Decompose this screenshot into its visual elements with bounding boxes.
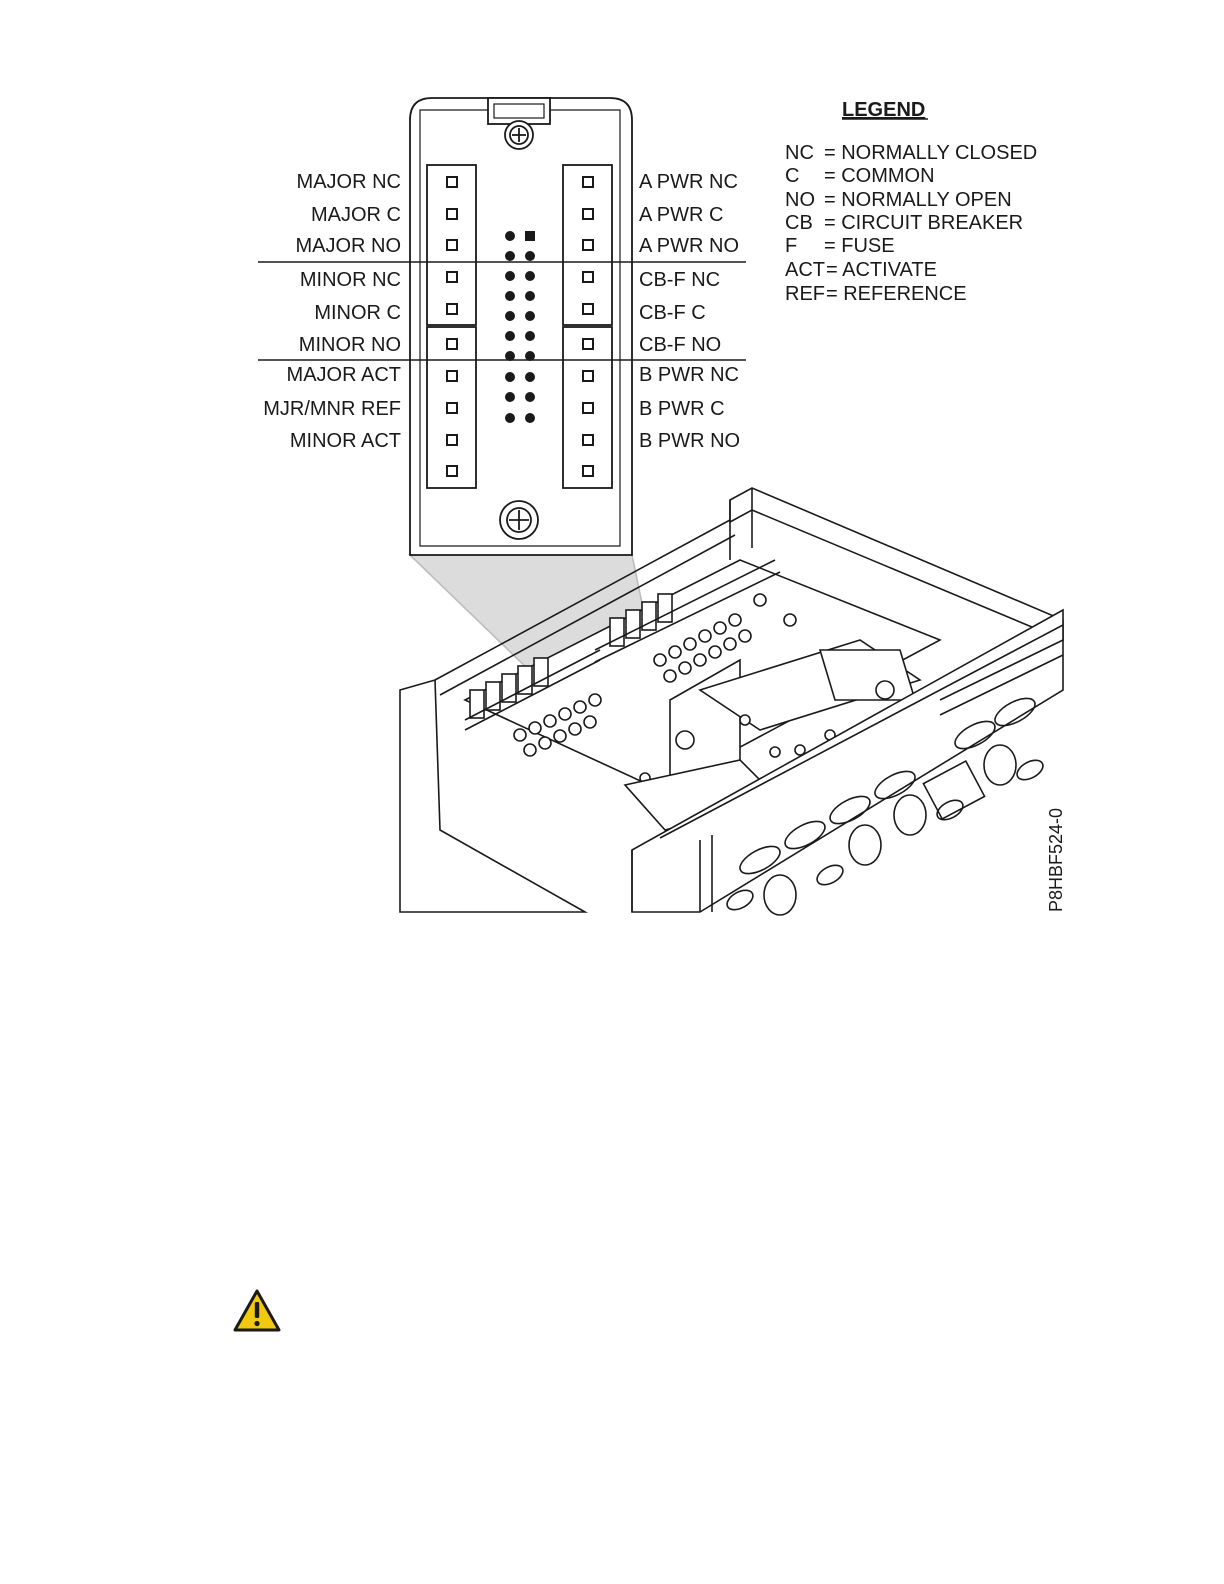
header-pin-dot <box>525 271 535 281</box>
terminal-pin <box>447 272 457 282</box>
terminal-pin <box>447 240 457 250</box>
label-right: CB-F NO <box>639 334 721 356</box>
terminal-pin <box>583 209 593 219</box>
legend-definition: = NORMALLY OPEN <box>824 189 1012 211</box>
terminal-pin <box>447 177 457 187</box>
terminal-pin <box>447 339 457 349</box>
header-pin-dot <box>525 413 535 423</box>
legend-definition: = FUSE <box>824 235 895 257</box>
legend-definition: = ACTIVATE <box>826 259 937 281</box>
legend-abbr: CB <box>785 212 813 234</box>
legend-abbr: ACT <box>785 259 825 281</box>
header-pin-dot <box>505 251 515 261</box>
header-pin-dot <box>505 271 515 281</box>
legend-definition: = REFERENCE <box>826 283 967 305</box>
legend-definition: = NORMALLY CLOSED <box>824 142 1037 164</box>
legend-definition: = COMMON <box>824 165 935 187</box>
header-pin-dot <box>525 231 535 241</box>
label-right: CB-F C <box>639 302 706 324</box>
label-left: MINOR C <box>314 302 401 324</box>
label-left: MAJOR ACT <box>287 364 401 386</box>
label-right: B PWR NO <box>639 430 740 452</box>
terminal-pin <box>447 466 457 476</box>
terminal-pin <box>447 304 457 314</box>
header-pin-dot <box>525 311 535 321</box>
terminal-pin <box>583 403 593 413</box>
label-left: MINOR NO <box>299 334 401 356</box>
label-right: B PWR NC <box>639 364 739 386</box>
terminal-pin <box>583 177 593 187</box>
legend: LEGEND NC = NORMALLY CLOSED C = COMMON N… <box>785 99 1037 305</box>
terminal-pin <box>583 371 593 381</box>
label-right: CB-F NC <box>639 269 720 291</box>
legend-definition: = CIRCUIT BREAKER <box>824 212 1023 234</box>
label-right: A PWR NC <box>639 171 738 193</box>
label-left: MINOR NC <box>300 269 401 291</box>
label-left: MJR/MNR REF <box>263 398 401 420</box>
label-left: MAJOR NC <box>297 171 401 193</box>
legend-abbr: REF <box>785 283 825 305</box>
label-right: A PWR NO <box>639 235 739 257</box>
header-pin-dot <box>525 331 535 341</box>
header-pin-dot <box>525 291 535 301</box>
label-left: MINOR ACT <box>290 430 401 452</box>
terminal-block-diagram: MAJOR NC MAJOR C MAJOR NO MINOR NC MINOR… <box>0 0 1224 930</box>
terminal-pin <box>583 304 593 314</box>
terminal-pin <box>583 240 593 250</box>
legend-title: LEGEND <box>842 99 925 121</box>
terminal-pin <box>447 435 457 445</box>
header-pin-dot <box>505 413 515 423</box>
label-right: B PWR C <box>639 398 725 420</box>
terminal-pin <box>583 435 593 445</box>
header-pin-dot <box>525 392 535 402</box>
label-left: MAJOR NO <box>295 235 401 257</box>
header-pin-dot <box>505 331 515 341</box>
legend-abbr: F <box>785 235 797 257</box>
label-left: MAJOR C <box>311 204 401 226</box>
header-pin-dot <box>525 372 535 382</box>
header-pin-dot <box>505 311 515 321</box>
terminal-pin <box>583 272 593 282</box>
header-pin-dot <box>505 392 515 402</box>
legend-abbr: NC <box>785 142 814 164</box>
left-labels: MAJOR NC MAJOR C MAJOR NO MINOR NC MINOR… <box>263 171 401 452</box>
legend-abbr: C <box>785 165 799 187</box>
terminal-pin <box>583 339 593 349</box>
figure-id: P8HBF524-0 <box>1046 808 1066 912</box>
header-pin-dot <box>505 231 515 241</box>
right-labels: A PWR NC A PWR C A PWR NO CB-F NC CB-F C… <box>639 171 740 452</box>
terminal-pin <box>447 371 457 381</box>
header-pin-dot <box>505 372 515 382</box>
legend-abbr: NO <box>785 189 815 211</box>
label-right: A PWR C <box>639 204 723 226</box>
connector-housing <box>410 98 632 555</box>
terminal-pin <box>583 466 593 476</box>
header-pin-dot <box>525 251 535 261</box>
header-pin-dot <box>505 291 515 301</box>
terminal-pin <box>447 403 457 413</box>
terminal-pin <box>447 209 457 219</box>
warning-triangle-icon <box>232 1288 282 1334</box>
